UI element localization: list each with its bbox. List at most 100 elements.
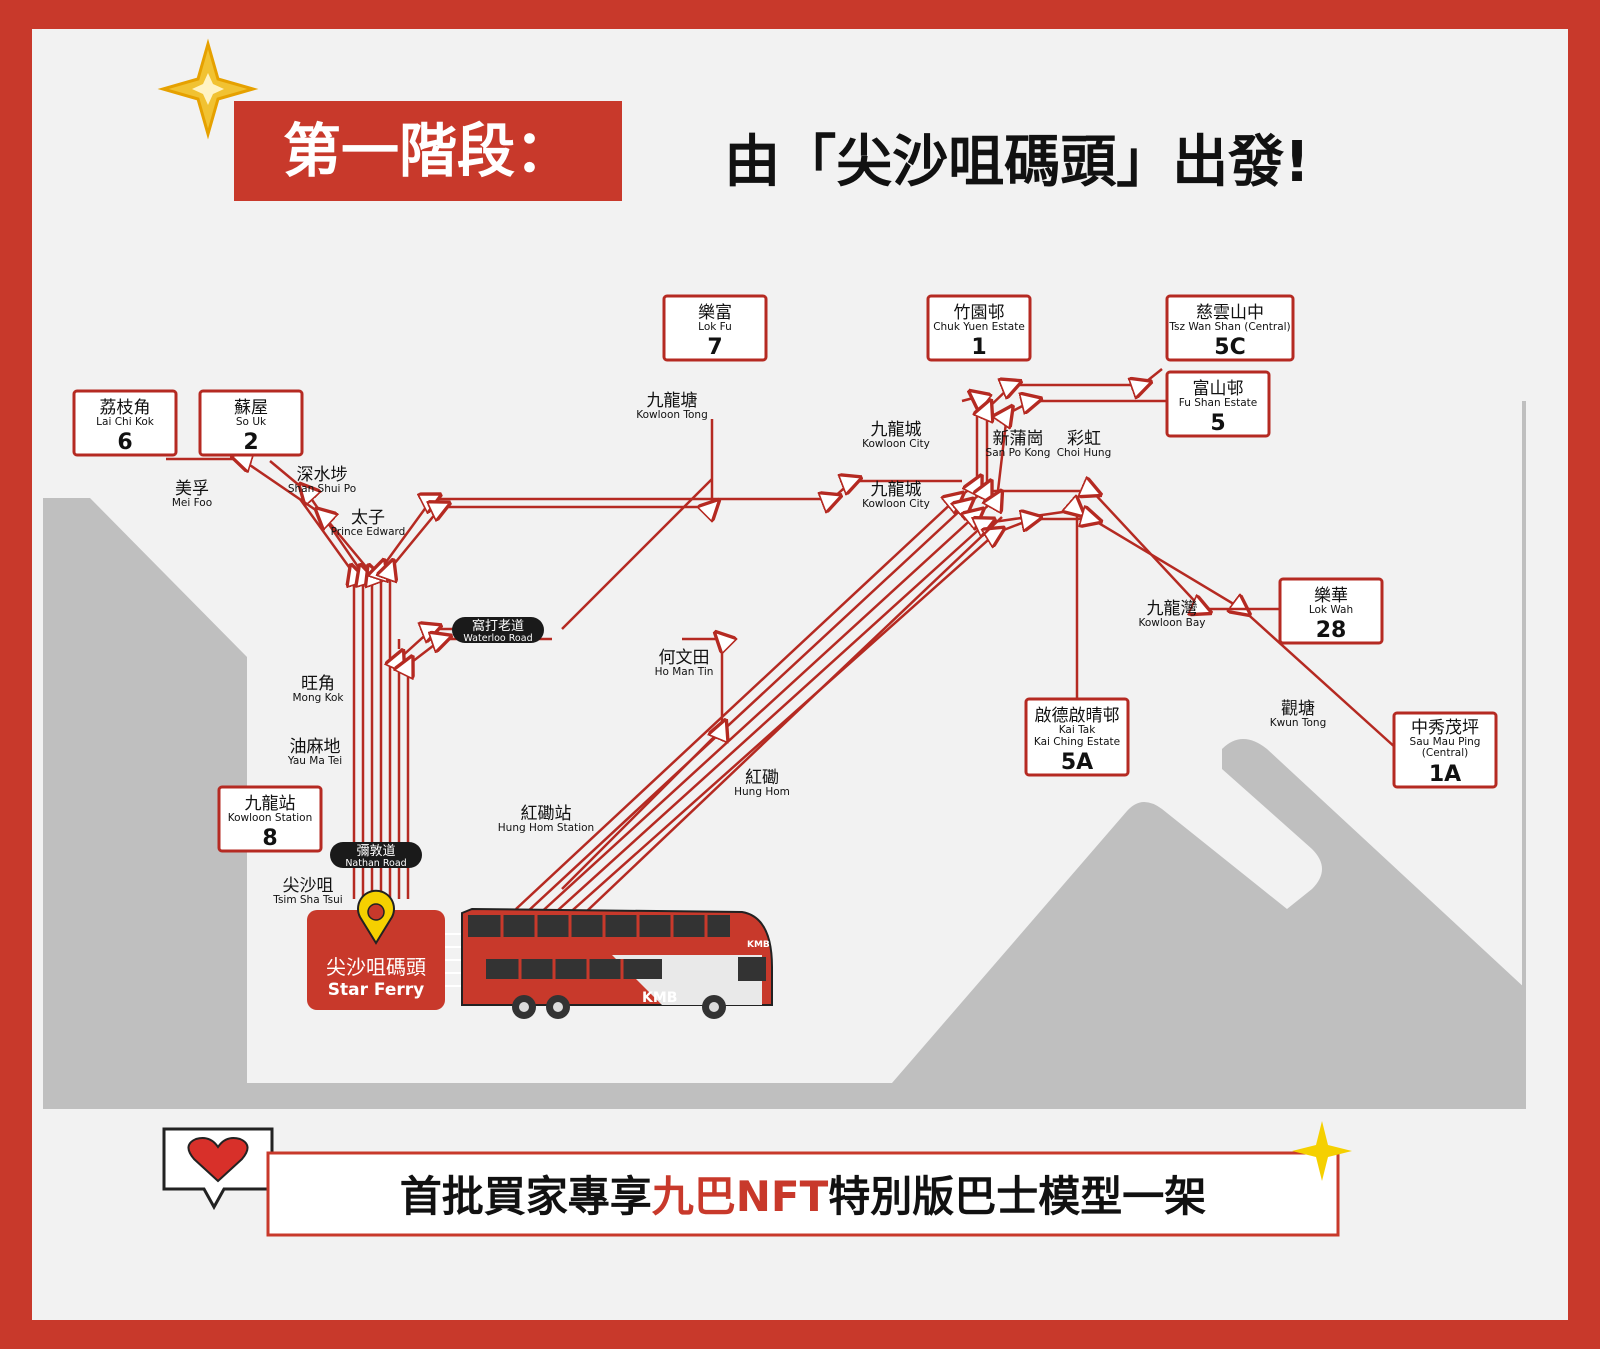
svg-text:慈雲山中: 慈雲山中	[1196, 303, 1264, 323]
stop-hung-hom-en: Hung Hom	[734, 786, 790, 798]
land-east-strip	[1522, 401, 1526, 1109]
footer-banner	[266, 1151, 1340, 1237]
svg-text:Lai Chi Kok: Lai Chi Kok	[96, 416, 155, 428]
svg-text:竹園邨: 竹園邨	[954, 303, 1005, 323]
svg-text:1: 1	[971, 335, 986, 360]
bus-logo-side: KMB	[642, 990, 677, 1006]
svg-text:Lok Wah: Lok Wah	[1309, 604, 1353, 616]
svg-text:Lok Fu: Lok Fu	[698, 321, 732, 333]
svg-text:So Uk: So Uk	[236, 416, 267, 428]
svg-text:8: 8	[262, 826, 277, 851]
stop-hung-hom-cn: 紅磡	[745, 768, 779, 788]
page-title: 由「尖沙咀碼頭」出發!	[724, 130, 1310, 195]
origin-name-cn: 尖沙咀碼頭	[326, 955, 426, 979]
stop-san-po-kong-cn: 新蒲崗	[993, 429, 1044, 449]
svg-text:7: 7	[707, 335, 722, 360]
destination-fu-shan: 富山邨 Fu Shan Estate 5	[1165, 370, 1271, 438]
stop-kwun-tong-en: Kwun Tong	[1270, 717, 1327, 729]
svg-text:彌敦道: 彌敦道	[356, 843, 395, 859]
stop-kowloon-tong-cn: 九龍塘	[647, 391, 698, 411]
stop-choi-hung-en: Choi Hung	[1057, 447, 1112, 459]
stop-tsim-sha-tsui-en: Tsim Sha Tsui	[272, 894, 342, 906]
svg-text:2: 2	[243, 430, 258, 455]
svg-text:(Central): (Central)	[1422, 747, 1468, 759]
footer-text: 首批買家專享九巴NFT特別版巴士模型一架	[400, 1172, 1207, 1221]
stage-banner	[234, 101, 622, 201]
stop-mong-kok-cn: 旺角	[301, 674, 335, 694]
svg-text:Nathan Road: Nathan Road	[345, 858, 406, 869]
destination-so-uk: 蘇屋 So Uk 2	[198, 389, 304, 457]
origin-star-ferry: 尖沙咀碼頭 Star Ferry	[307, 910, 462, 1010]
bus-logo: KMB	[747, 940, 770, 950]
destination-lok-fu: 樂富 Lok Fu 7	[662, 294, 768, 362]
stop-ho-man-tin-en: Ho Man Tin	[655, 666, 714, 678]
svg-text:Fu Shan Estate: Fu Shan Estate	[1179, 397, 1257, 409]
stop-kwun-tong-cn: 觀塘	[1281, 699, 1315, 719]
stop-labels: 美孚 Mei Foo 深水埗 Shan Shui Po 太子 Prince Ed…	[172, 391, 1326, 906]
stop-sham-shui-po-en: Shan Shui Po	[288, 483, 356, 495]
stop-prince-edward-cn: 太子	[351, 508, 385, 528]
origin-name-en: Star Ferry	[328, 980, 424, 1000]
svg-text:1A: 1A	[1429, 762, 1461, 787]
kmb-bus-icon: KMB KMB	[461, 907, 773, 1019]
svg-text:Kai Tak: Kai Tak	[1059, 724, 1097, 736]
location-pin-icon	[357, 889, 395, 945]
stop-tsim-sha-tsui-cn: 尖沙咀	[283, 876, 334, 896]
stop-ho-man-tin-cn: 何文田	[659, 648, 710, 668]
stop-hung-hom-station-en: Hung Hom Station	[498, 822, 594, 834]
svg-text:荔枝角: 荔枝角	[100, 398, 151, 418]
svg-text:中秀茂坪: 中秀茂坪	[1411, 718, 1479, 738]
svg-text:樂華: 樂華	[1314, 586, 1348, 606]
destination-lok-wah: 樂華 Lok Wah 28	[1278, 577, 1384, 645]
road-label-nathan: 彌敦道 Nathan Road	[330, 842, 422, 869]
stop-choi-hung-cn: 彩虹	[1067, 429, 1101, 449]
svg-text:Waterloo Road: Waterloo Road	[463, 633, 532, 644]
destination-lai-chi-kok: 荔枝角 Lai Chi Kok 6	[72, 389, 178, 457]
svg-text:樂富: 樂富	[698, 303, 732, 323]
svg-text:窩打老道: 窩打老道	[472, 618, 524, 634]
map-canvas: 第一階段： 由「尖沙咀碼頭」出發! 美孚 Mei Foo 深水埗 Shan Sh…	[32, 29, 1568, 1320]
stop-mei-foo-cn: 美孚	[175, 479, 209, 499]
svg-text:Tsz Wan Shan (Central): Tsz Wan Shan (Central)	[1168, 321, 1290, 333]
svg-text:Kai Ching Estate: Kai Ching Estate	[1034, 736, 1120, 748]
destination-kowloon-station: 九龍站 Kowloon Station 8	[217, 785, 323, 853]
svg-text:Chuk Yuen Estate: Chuk Yuen Estate	[933, 321, 1025, 333]
destination-kai-tak: 啟德啟晴邨 Kai Tak Kai Ching Estate 5A	[1024, 697, 1130, 777]
sparkle-small-icon	[1292, 1121, 1352, 1181]
svg-text:Sau Mau Ping: Sau Mau Ping	[1410, 736, 1481, 748]
stage-label: 第一階段：	[283, 117, 573, 185]
svg-text:5C: 5C	[1214, 335, 1245, 360]
route-map: 第一階段： 由「尖沙咀碼頭」出發! 美孚 Mei Foo 深水埗 Shan Sh…	[43, 38, 1526, 1237]
stop-kowloon-tong-en: Kowloon Tong	[636, 409, 708, 421]
stop-hung-hom-station-cn: 紅磡站	[521, 804, 572, 824]
heart-speech-icon	[162, 1127, 274, 1211]
stop-kowloon-city-1-en: Kowloon City	[862, 438, 930, 450]
stop-kowloon-city-2-en: Kowloon City	[862, 498, 930, 510]
svg-text:5: 5	[1210, 411, 1225, 436]
svg-text:九龍站: 九龍站	[245, 794, 296, 814]
destination-sau-mau-ping: 中秀茂坪 Sau Mau Ping (Central) 1A	[1392, 711, 1498, 789]
svg-text:Kowloon Station: Kowloon Station	[228, 812, 312, 824]
destination-chuk-yuen: 竹園邨 Chuk Yuen Estate 1	[926, 294, 1032, 362]
svg-text:啟德啟晴邨: 啟德啟晴邨	[1035, 706, 1120, 726]
stop-mong-kok-en: Mong Kok	[292, 692, 344, 704]
stop-prince-edward-en: Prince Edward	[331, 526, 406, 538]
stop-kowloon-city-1-cn: 九龍城	[871, 420, 922, 440]
land-south	[43, 739, 1526, 1109]
stop-yau-ma-tei-en: Yau Ma Tei	[287, 755, 342, 767]
svg-text:6: 6	[117, 430, 132, 455]
svg-text:5A: 5A	[1061, 750, 1093, 775]
stop-yau-ma-tei-cn: 油麻地	[290, 737, 341, 757]
svg-text:28: 28	[1316, 618, 1347, 643]
road-label-waterloo: 窩打老道 Waterloo Road	[452, 617, 544, 644]
stop-mei-foo-en: Mei Foo	[172, 497, 212, 509]
route-lines	[166, 368, 1398, 930]
stop-kowloon-bay-en: Kowloon Bay	[1139, 617, 1206, 629]
stop-kowloon-bay-cn: 九龍灣	[1147, 599, 1198, 619]
destination-tsz-wan-shan: 慈雲山中 Tsz Wan Shan (Central) 5C	[1165, 294, 1295, 362]
svg-text:蘇屋: 蘇屋	[234, 398, 268, 418]
sparkle-icon	[157, 38, 259, 140]
svg-text:富山邨: 富山邨	[1193, 379, 1244, 399]
stop-san-po-kong-en: San Po Kong	[986, 447, 1051, 459]
